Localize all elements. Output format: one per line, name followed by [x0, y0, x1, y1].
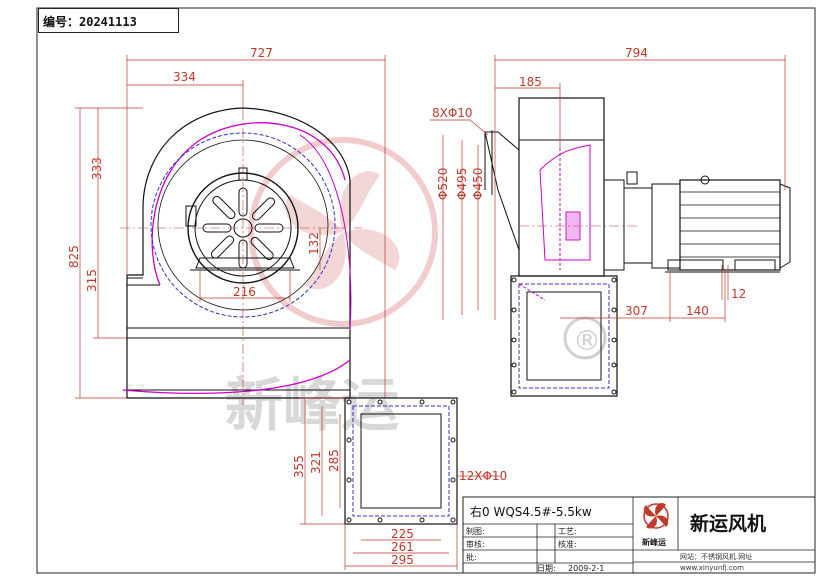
dim-d520: Φ520 [436, 168, 450, 200]
flange-view [300, 397, 500, 570]
dim-333: 333 [90, 157, 104, 180]
dim-825: 825 [67, 245, 81, 268]
dim-12: 12 [731, 287, 746, 301]
process-label: 工艺: [558, 527, 577, 536]
dim-261: 261 [391, 540, 414, 554]
dim-285: 285 [327, 449, 341, 472]
front-view-dimensions: 727 334 333 825 315 216 132 [67, 46, 321, 299]
dim-321: 321 [309, 451, 323, 474]
dim-8x-holes: 8XΦ10 [432, 106, 473, 120]
dim-355: 355 [292, 455, 306, 478]
watermark-text: 新峰运 [225, 371, 399, 439]
website-url: www.xinyunfj.com [680, 564, 744, 572]
dim-225: 225 [391, 527, 414, 541]
dim-334: 334 [173, 70, 196, 84]
dim-315: 315 [85, 269, 99, 292]
title-block: 右0 WQS4.5#-5.5kw 制图: 工艺: 审核: 核准: 批: 日期: … [462, 496, 816, 574]
dim-d495: Φ495 [455, 168, 469, 200]
company-name: 新运风机 [690, 512, 766, 535]
company-logo: 新峰运 [642, 503, 669, 547]
dim-185: 185 [519, 75, 542, 89]
front-view [75, 55, 386, 405]
registered-mark: ® [573, 324, 601, 357]
dim-d450: Φ450 [471, 168, 485, 200]
dim-140: 140 [686, 304, 709, 318]
dim-794: 794 [625, 46, 648, 60]
side-view [430, 55, 791, 397]
website-label: 网站：不锈钢风机.网址 [680, 552, 752, 561]
drawing-number-box: 编号：20241113 [38, 8, 179, 33]
drawn-label: 制图: [466, 526, 485, 536]
dim-307: 307 [625, 304, 648, 318]
review-label: 审核: [466, 539, 485, 549]
batch-label: 批: [466, 552, 477, 562]
dim-216: 216 [233, 285, 256, 299]
dim-727: 727 [250, 46, 273, 60]
flange-view-dimensions: 355 321 285 12XΦ10 225 261 295 [292, 449, 507, 567]
check-label: 核准: [558, 539, 577, 549]
dim-132: 132 [307, 232, 321, 255]
date-label: 日期: [537, 564, 556, 573]
dim-12x-holes: 12XΦ10 [459, 469, 507, 483]
dim-295: 295 [391, 553, 414, 567]
date-value: 2009-2-1 [568, 564, 604, 573]
drawing-number: 编号：20241113 [43, 15, 137, 29]
side-view-dimensions: 794 185 8XΦ10 Φ520 Φ495 Φ450 307 140 12 [432, 46, 746, 318]
sheet-border [36, 7, 816, 574]
logo-caption: 新峰运 [642, 537, 666, 547]
model-text: 右0 WQS4.5#-5.5kw [470, 504, 592, 519]
